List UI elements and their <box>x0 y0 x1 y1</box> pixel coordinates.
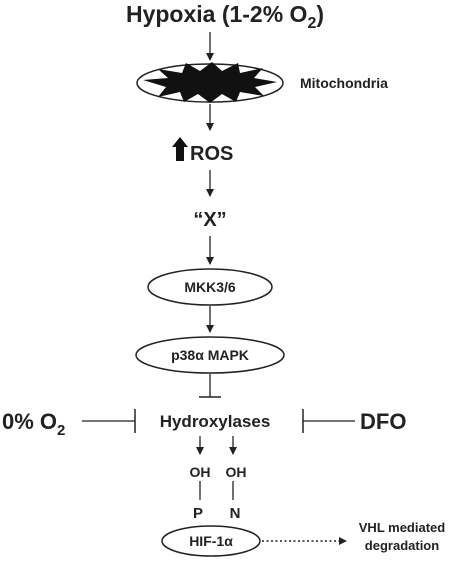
vhl-label-line1: VHL mediated <box>359 520 446 535</box>
p38-label: p38α MAPK <box>171 347 249 363</box>
dfo-label: DFO <box>360 409 406 434</box>
title-hypoxia: Hypoxia (1-2% O2) <box>126 1 324 32</box>
p38-node <box>135 336 285 374</box>
oh-left-label: OH <box>190 464 211 480</box>
ros-label: ROS <box>190 143 233 165</box>
unknown-x-label: “X” <box>193 209 226 231</box>
vhl-label-line2: degradation <box>365 538 439 553</box>
zero-o2-label: 0% O2 <box>2 409 65 439</box>
residue-n-label: N <box>230 505 241 522</box>
starburst-mitochondria-icon <box>143 62 277 103</box>
mkk-node <box>147 268 273 306</box>
mitochondria-label: Mitochondria <box>300 75 388 91</box>
oh-right-label: OH <box>226 464 247 480</box>
mkk-label: MKK3/6 <box>184 279 236 295</box>
up-arrow-icon <box>172 137 188 161</box>
residue-p-label: P <box>193 505 203 522</box>
hif-node <box>161 525 261 557</box>
hydroxylases-label: Hydroxylases <box>160 412 271 431</box>
mitochondria-node <box>136 62 284 103</box>
hif-label: HIF-1α <box>189 533 233 549</box>
